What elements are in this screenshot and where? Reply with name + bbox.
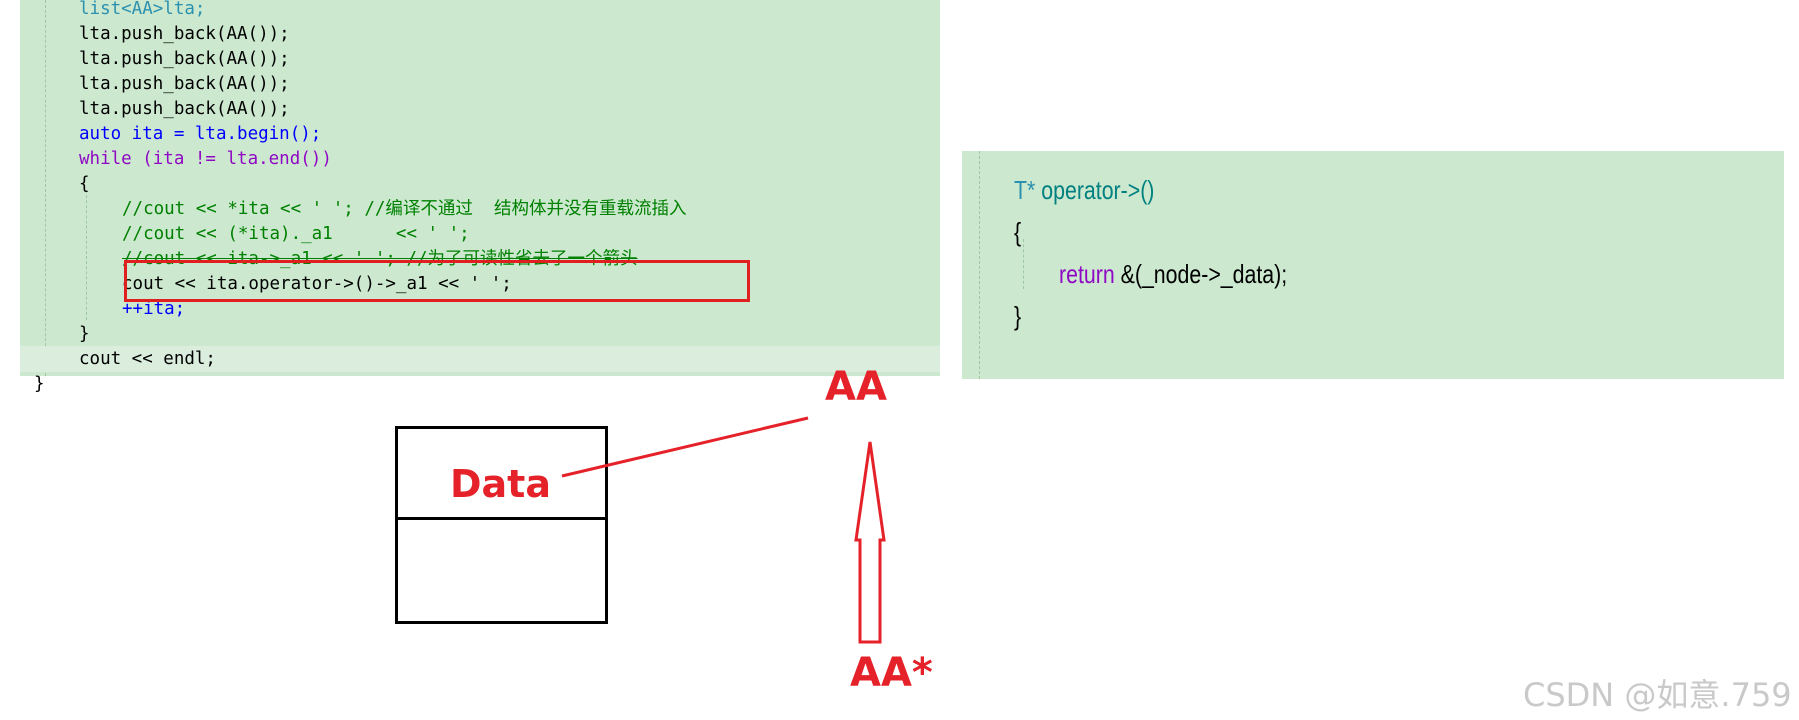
aa-label: AA (825, 364, 887, 410)
hollow-up-arrow (854, 441, 886, 644)
operator-close-brace: } (1014, 301, 1022, 331)
code-line-1: list<AA>lta; (79, 0, 206, 19)
code-line-14: } (79, 324, 90, 344)
code-line-3: lta.push_back(AA()); (79, 49, 290, 69)
highlighted-line (20, 346, 940, 372)
code-line-11: //cout << ita->_a1 << ' '; //为了可读性省去了一个箭… (122, 249, 638, 269)
list-node-box (395, 426, 608, 624)
data-label: Data (450, 462, 551, 506)
code-line-8: { (79, 174, 90, 194)
code-line-2: lta.push_back(AA()); (79, 24, 290, 44)
operator-signature: T* operator->() (1014, 175, 1155, 205)
operator-open-brace: { (1014, 217, 1022, 247)
code-line-7: while (ita != lta.end()) (79, 149, 332, 169)
code-line-16: } (34, 374, 45, 394)
code-line-4: lta.push_back(AA()); (79, 74, 290, 94)
code-line-12: cout << ita.operator->()->_a1 << ' '; (122, 274, 512, 294)
highlight-box (124, 260, 750, 302)
code-line-10: //cout << (*ita)._a1 << ' '; (122, 224, 470, 244)
operator-return-line: return &(_node->_data); (1059, 259, 1288, 289)
code-panel-operator-arrow: T* operator->() { return &(_node->_data)… (962, 151, 1784, 379)
code-panel-list-iteration: list<AA>lta; lta.push_back(AA()); lta.pu… (20, 0, 940, 394)
code-line-5: lta.push_back(AA()); (79, 99, 290, 119)
code-line-6: auto ita = lta.begin(); (79, 124, 322, 144)
code-line-15: cout << endl; (79, 349, 216, 369)
code-line-13: ++ita; (122, 299, 186, 319)
aa-pointer-label: AA* (850, 650, 933, 696)
watermark: CSDN @如意.759 (1523, 676, 1792, 714)
code-line-9: //cout << *ita << ' '; //编译不通过 结构体并没有重载流… (122, 199, 687, 219)
data-to-aa-line (561, 416, 809, 478)
